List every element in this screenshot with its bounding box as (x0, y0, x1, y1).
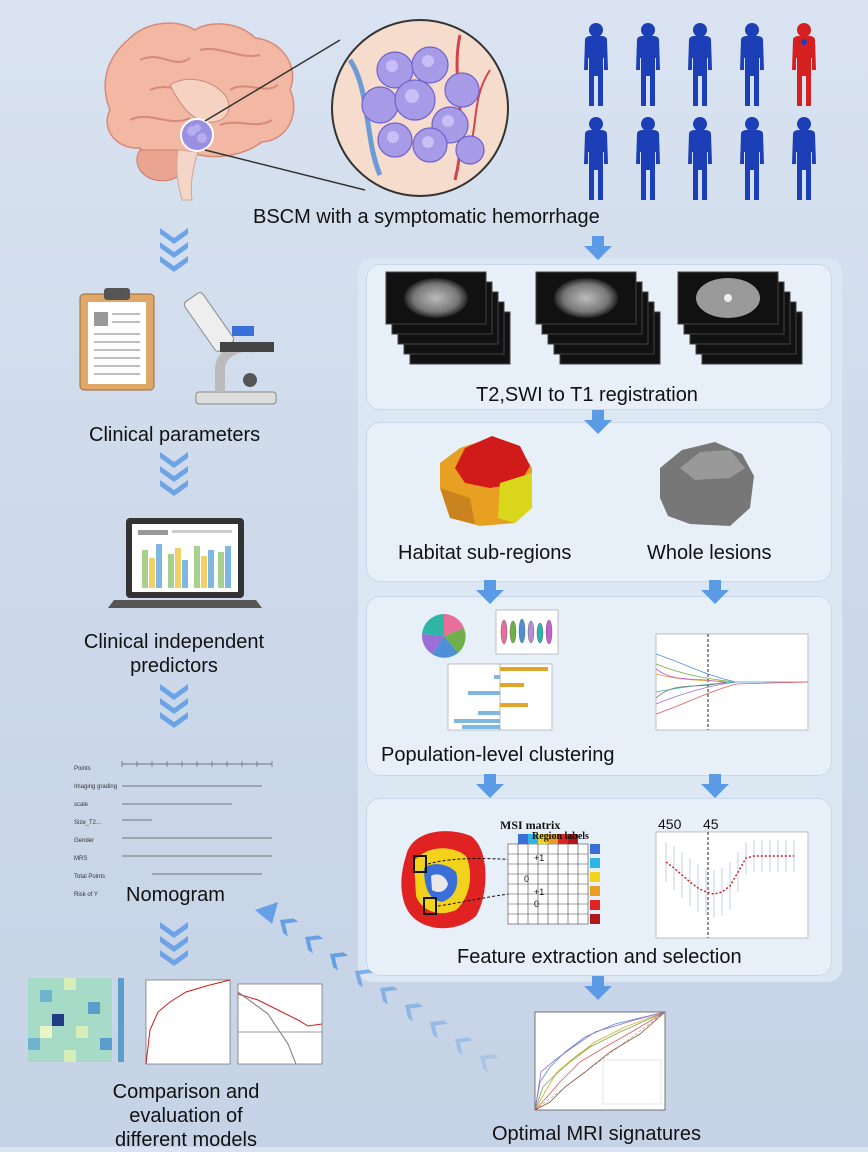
nomogram-row: Points (74, 766, 91, 772)
msi-matrix-title: MSI matrix (500, 818, 561, 832)
laptop-chart (108, 518, 262, 608)
region-labels-title: Region labels (532, 831, 589, 842)
habitat-voxel (440, 436, 532, 526)
nomogram-row: Risk of Y (74, 892, 98, 898)
nomogram-row-labels: Points Imaging grading scale Size_T2... … (74, 760, 124, 904)
whole-lesion-voxel (660, 442, 754, 526)
nomogram-row: Imaging grading scale (74, 784, 118, 808)
roc-plot (534, 1011, 666, 1111)
clustering-plots (421, 609, 809, 731)
clinical-predictors-label: Clinical independent predictors (83, 631, 265, 677)
msi-value: +1 (534, 853, 545, 863)
nomogram-row: Gender (74, 838, 95, 844)
lesion-panel (366, 422, 832, 582)
msi-value: 0 (534, 899, 540, 909)
registration-label: T2,SWI to T1 registration (476, 384, 698, 406)
nomogram-plot (121, 761, 273, 875)
optimal-label: Optimal MRI signatures (492, 1123, 701, 1145)
mri-stacks (385, 271, 803, 365)
comparison-label: Comparison and evaluation of different m… (112, 1081, 260, 1151)
nomogram-label: Nomogram (126, 884, 225, 906)
top-caption: BSCM with a symptomatic hemorrhage (253, 206, 600, 228)
feature-label: Feature extraction and selection (457, 946, 742, 968)
habitat-label: Habitat sub-regions (398, 542, 572, 564)
clustering-label: Population-level clustering (381, 744, 615, 766)
lambda-count: 45 (703, 816, 719, 832)
clipboard-icon (79, 288, 155, 391)
whole-label: Whole lesions (647, 542, 772, 564)
nomogram-row: MRS (74, 856, 88, 862)
nomogram-row: Total Points (74, 874, 106, 880)
lambda-count: 450 (658, 816, 682, 832)
brain-illustration (104, 19, 509, 201)
heatmap (28, 978, 124, 1062)
clinical-parameters-label: Clinical parameters (89, 424, 261, 446)
msi-value: 0 (524, 874, 530, 884)
habitat-map (401, 831, 547, 929)
patient-cohort-icons (584, 23, 816, 200)
feature-plots (401, 831, 809, 939)
roc-curve (145, 979, 231, 1065)
microscope-icon (183, 292, 277, 405)
decision-curve (237, 983, 323, 1065)
voxel-lesions (440, 436, 754, 526)
nomogram-row: Size_T2... (74, 820, 102, 826)
model-comparison-plots (28, 978, 323, 1065)
msi-value: +1 (534, 887, 545, 897)
clipboard-microscope (79, 288, 277, 405)
